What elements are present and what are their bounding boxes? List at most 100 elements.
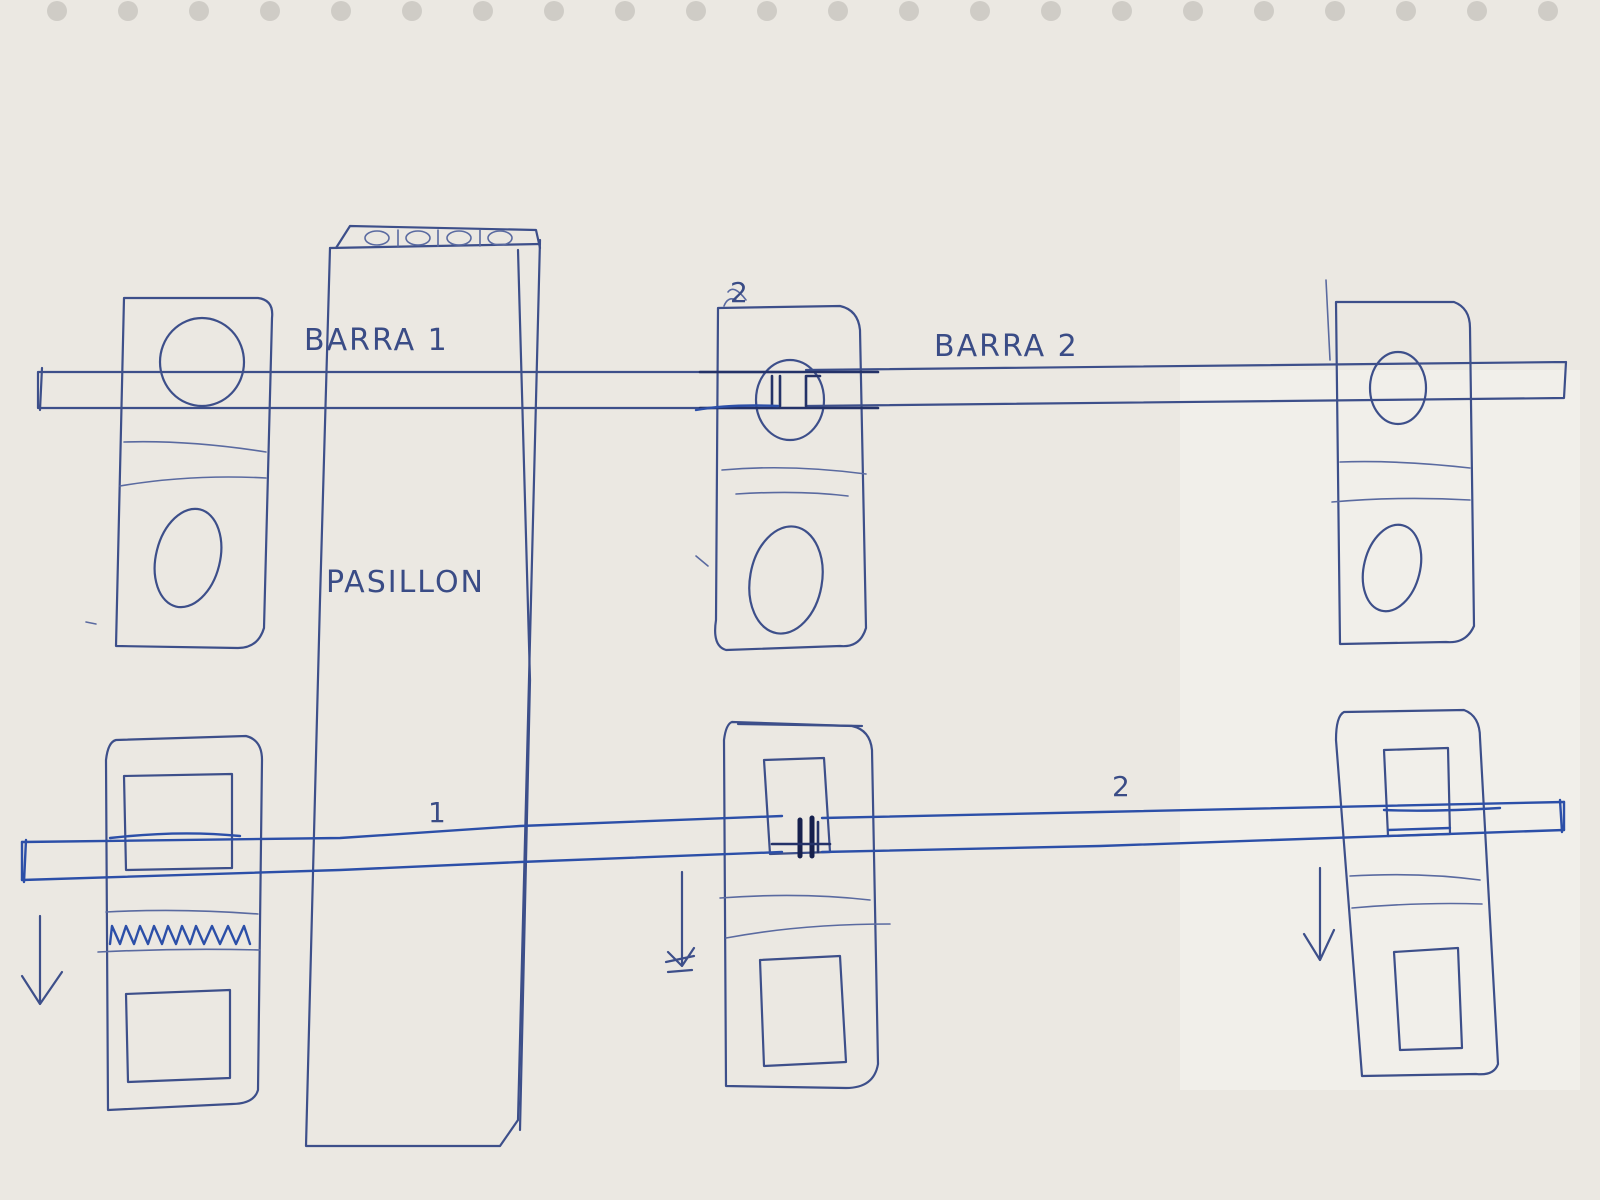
stray-mark: [85, 621, 97, 625]
notebook-hole: [1325, 1, 1345, 21]
block-divider: [97, 948, 261, 953]
cap-circle: [364, 230, 390, 246]
notebook-hole: [1041, 1, 1061, 21]
lower-bar-joint: [770, 815, 832, 859]
joint-rails: [698, 370, 880, 410]
lower-left-block: [97, 734, 264, 1112]
down-arrow-icon: [664, 870, 696, 974]
block-top: [736, 722, 864, 728]
upper-right-block: [1325, 279, 1476, 646]
joint-bar-end: [770, 374, 782, 408]
joint-bridge: [770, 820, 832, 854]
notebook-hole: [970, 1, 990, 21]
down-arrow-icon: [1302, 866, 1336, 962]
square-hole: [122, 772, 234, 872]
lower-bar-1-end: [20, 838, 28, 884]
segment-2-label: 2: [1112, 770, 1130, 803]
upper-marker-label: 2: [730, 276, 748, 309]
lower-middle-block: [719, 720, 891, 1090]
notebook-hole: [189, 1, 209, 21]
notebook-hole: [615, 1, 635, 21]
notebook-hole: [1254, 1, 1274, 21]
joint-bar-end: [804, 374, 822, 408]
notebook-hole: [1183, 1, 1203, 21]
cap-circle: [446, 230, 472, 246]
hole-circle: [158, 316, 246, 408]
cap-circle: [405, 230, 431, 246]
upper-bar-1: BARRA 1: [36, 323, 782, 412]
block-divider: [1351, 902, 1483, 909]
hole-circle: [748, 525, 824, 635]
hole-circle: [153, 507, 223, 609]
notebook-hole: [757, 1, 777, 21]
block-mark: [723, 298, 737, 307]
block-mark: [1325, 279, 1331, 361]
block-divider: [123, 440, 267, 453]
notebook-hole: [402, 1, 422, 21]
hole-circle: [754, 358, 826, 442]
corridor-column: PASILLON: [304, 224, 542, 1148]
bar-outline: [804, 360, 1568, 408]
notebook-hole: [899, 1, 919, 21]
block-divider: [719, 894, 871, 901]
notebook-hole: [1467, 1, 1487, 21]
square-hole: [758, 954, 848, 1068]
block-outline: [722, 720, 880, 1090]
corridor-inner-edge: [516, 248, 532, 1132]
block-divider: [119, 476, 267, 487]
block-divider: [1349, 873, 1481, 881]
notebook-hole: [260, 1, 280, 21]
lower-bar-2-end: [1558, 798, 1566, 834]
bar-outline: [36, 366, 782, 412]
notebook-holes: [47, 1, 1558, 21]
notebook-hole: [47, 1, 67, 21]
square-hole: [124, 988, 232, 1084]
square-hole: [762, 756, 832, 856]
segment-1-label: 1: [428, 796, 446, 829]
block-outline: [714, 304, 868, 652]
block-outline: [114, 296, 274, 650]
corridor-label: PASILLON: [326, 565, 485, 600]
notebook-hole: [1538, 1, 1558, 21]
joint-bar-ends: [797, 815, 815, 859]
spring-zigzag: [108, 924, 252, 946]
upper-left-block: [114, 296, 274, 650]
corridor-top-edge: [328, 242, 542, 250]
lower-bar-1-bottom: [20, 850, 784, 882]
cap-dividers: [397, 229, 481, 247]
corridor-cap: [334, 224, 542, 250]
notebook-hole: [473, 1, 493, 21]
block-divider: [721, 466, 867, 475]
notebook-hole: [1396, 1, 1416, 21]
stray-mark: [727, 288, 747, 301]
bar-1-label: BARRA 1: [304, 323, 449, 358]
block-outline: [1334, 300, 1476, 646]
bar-2-label: BARRA 2: [934, 329, 1079, 364]
block-divider: [105, 909, 259, 915]
notebook-hole: [828, 1, 848, 21]
notebook-hole: [118, 1, 138, 21]
block-divider: [735, 491, 849, 497]
upper-bar-2: BARRA 2: [804, 329, 1568, 408]
notebook-hole: [331, 1, 351, 21]
cap-circle: [487, 230, 513, 246]
block-outline: [1334, 708, 1500, 1078]
block-divider: [1339, 460, 1471, 469]
stray-mark: [695, 555, 709, 567]
notebook-hole: [686, 1, 706, 21]
block-divider: [725, 923, 891, 939]
lower-bar-2-bottom: [820, 828, 1566, 854]
upper-middle-block: [714, 298, 868, 652]
lower-right-block: [1334, 708, 1500, 1078]
corridor-outline: [304, 238, 542, 1148]
lower-bar: 1 2: [20, 770, 1566, 884]
notebook-hole: [544, 1, 564, 21]
lower-bar-overlap: [108, 832, 242, 840]
hole-circle: [1361, 523, 1423, 613]
block-outline: [104, 734, 264, 1112]
block-divider: [1331, 497, 1471, 503]
down-arrow-icon: [20, 914, 64, 1006]
square-hole: [1392, 946, 1464, 1052]
arrows: [20, 866, 1336, 1006]
paper-light-patch: [1180, 370, 1580, 1090]
